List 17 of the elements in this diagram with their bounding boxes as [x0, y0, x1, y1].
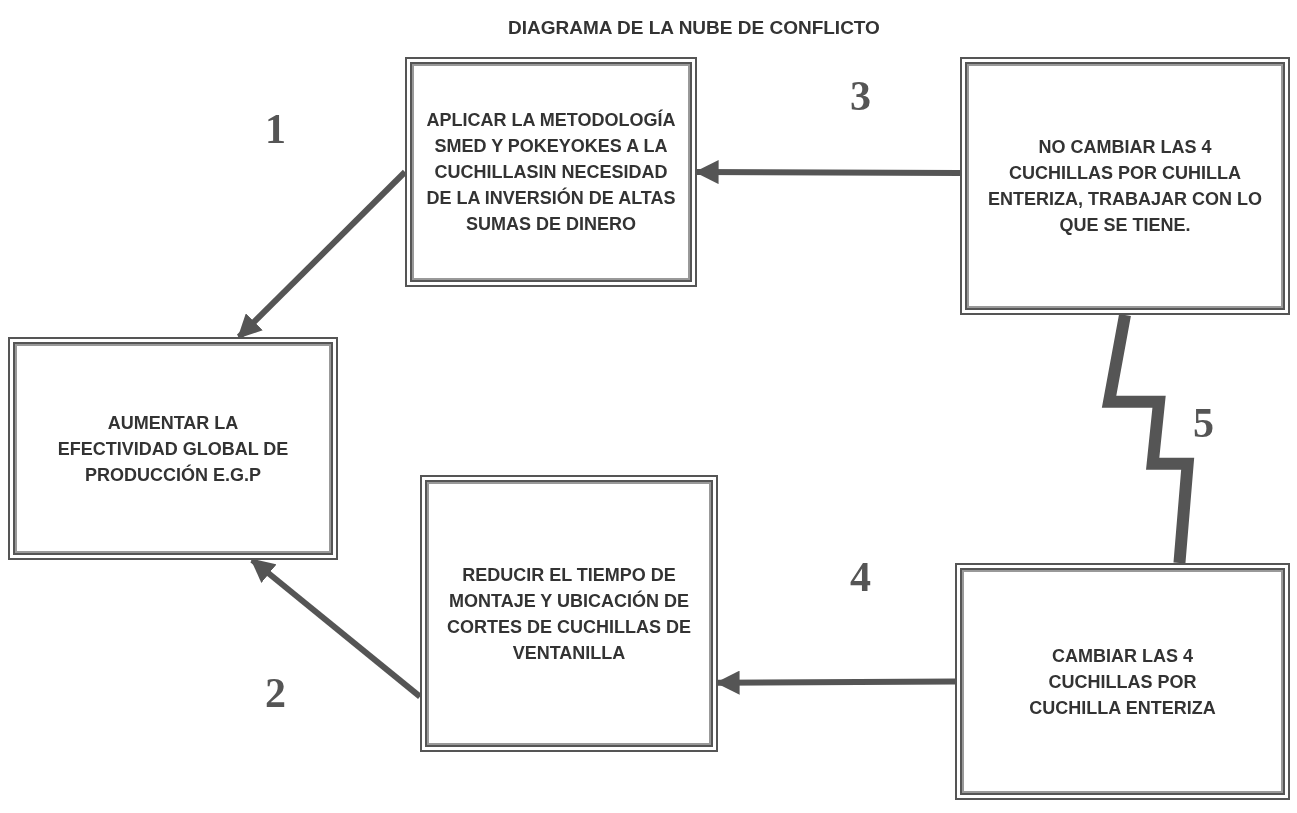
process-box: [960, 57, 1290, 315]
process-box: [420, 475, 718, 752]
box-text: CAMBIAR LAS 4 CUCHILLAS POR CUCHILLA ENTERIZA: [1028, 644, 1217, 720]
edge-label: 2: [265, 672, 286, 714]
diagram-title: DIAGRAMA DE LA NUBE DE CONFLICTO: [508, 16, 880, 40]
lightning-bolt-connector: [1101, 313, 1195, 564]
edge-label: 3: [850, 75, 871, 117]
box-text: AUMENTAR LA EFECTIVIDAD GLOBAL DE PRODUCCIÓN E.G.P: [56, 411, 290, 487]
edge-label: 4: [850, 556, 871, 598]
box-text: REDUCIR EL TIEMPO DE MONTAJE Y UBICACIÓN DE CORTES DE CUCHILLAS DE VENTANILLA: [447, 563, 691, 665]
process-box: [955, 563, 1290, 800]
box-text: NO CAMBIAR LAS 4 CUCHILLAS POR CUHILLA ENTERIZA, TRABAJAR CON LO QUE SE TIENE.: [987, 136, 1263, 237]
process-box: [405, 57, 697, 287]
edge-label: 5: [1193, 402, 1214, 444]
process-box: [8, 337, 338, 560]
edge-label: 1: [265, 108, 286, 150]
box-text: APLICAR LA METODOLOGÍA SMED Y POKEYOKES A LA CUCHILLASIN NECESIDAD DE LA INVERSIÓN DE ALTAS SUMAS DE DINERO: [425, 108, 677, 236]
